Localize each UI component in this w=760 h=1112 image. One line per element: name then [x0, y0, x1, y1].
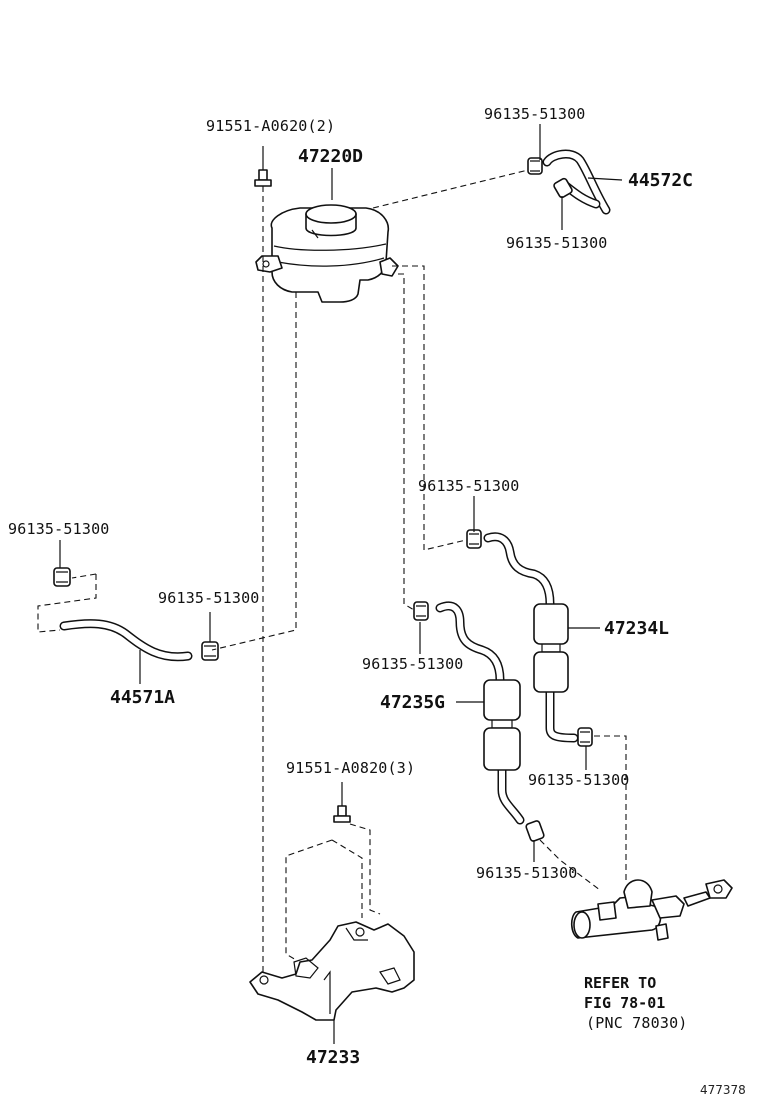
- illustration-number: 477378: [700, 1083, 746, 1097]
- clip-top2[interactable]: [553, 177, 573, 199]
- clip-b[interactable]: [413, 601, 429, 621]
- label-reservoir: 47220D: [298, 146, 363, 167]
- label-clip-mid: 96135-51300: [418, 477, 520, 495]
- label-hose-top: 44572C: [628, 170, 693, 191]
- clip-left[interactable]: [53, 567, 71, 587]
- label-clip-a: 96135-51300: [362, 655, 464, 673]
- label-bolt-bottom: 91551-A0820(3): [286, 759, 415, 777]
- label-clip-b: 96135-51300: [528, 771, 630, 789]
- label-hose-235: 47235G: [380, 692, 445, 713]
- bolt-top[interactable]: [254, 146, 272, 187]
- hose-47234l[interactable]: [483, 532, 579, 743]
- clip-top[interactable]: [527, 157, 543, 175]
- label-hose-left: 44571A: [110, 687, 175, 708]
- clip-c[interactable]: [525, 820, 545, 842]
- label-clip-left: 96135-51300: [8, 520, 110, 538]
- label-clip-left2: 96135-51300: [158, 589, 260, 607]
- clip-mid[interactable]: [466, 529, 482, 549]
- label-clip-top: 96135-51300: [484, 105, 586, 123]
- connection-lines: [37, 169, 627, 974]
- label-hose-234: 47234L: [604, 618, 669, 639]
- label-clip-c: 96135-51300: [476, 864, 578, 882]
- label-bolt-top: 91551-A0620(2): [206, 117, 335, 135]
- reservoir-cap[interactable]: [305, 204, 357, 239]
- label-refer-2: FIG 78-01: [584, 994, 665, 1012]
- hose-47235g[interactable]: [435, 601, 525, 825]
- label-refer-3: (PNC 78030): [586, 1014, 688, 1032]
- label-bracket: 47233: [306, 1047, 360, 1068]
- hose-44571a[interactable]: [59, 619, 193, 662]
- clip-left2[interactable]: [201, 641, 219, 661]
- bracket-47233[interactable]: [249, 921, 415, 1021]
- label-refer-1: REFER TO: [584, 974, 656, 992]
- label-clip-top2: 96135-51300: [506, 234, 608, 252]
- master-cylinder[interactable]: [570, 879, 733, 941]
- bolt-bottom[interactable]: [333, 782, 351, 823]
- clip-a[interactable]: [577, 727, 593, 747]
- leader-lines: [59, 124, 623, 1044]
